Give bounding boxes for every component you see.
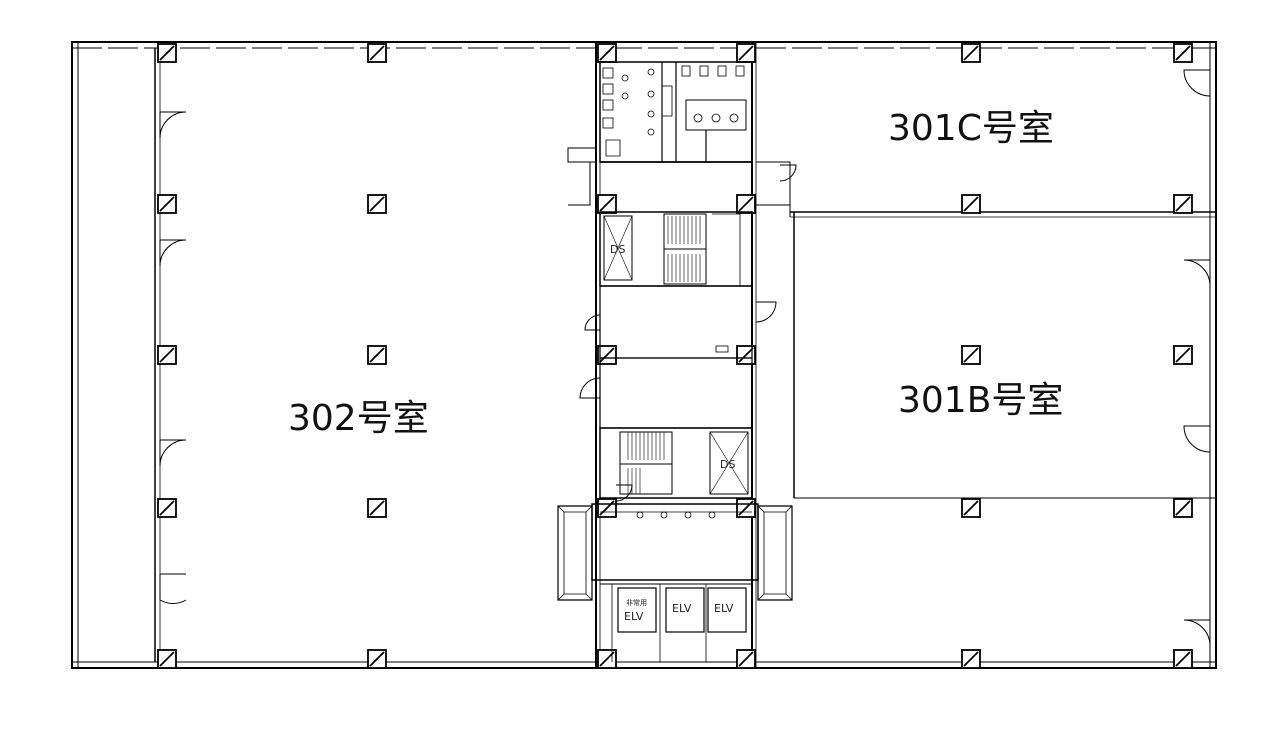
partition-walls <box>154 42 1216 668</box>
elevator-2-label: ELV <box>672 602 692 615</box>
room-301b-label: 301B号室 <box>898 380 1063 421</box>
elevator-3-label: ELV <box>714 602 734 615</box>
elevator-hall <box>557 503 793 662</box>
ds-label-top: DS <box>610 243 625 256</box>
toilet-fixtures <box>602 65 745 157</box>
restroom-area <box>567 61 791 206</box>
ds-label-bottom: DS <box>720 458 735 471</box>
elevator-1-label: ELV <box>624 610 644 623</box>
door-swings <box>159 69 1211 647</box>
core-middle-rooms <box>599 285 753 429</box>
room-301c-label: 301C号室 <box>888 108 1054 149</box>
structural-columns <box>157 43 1193 669</box>
stair-treads-lower <box>620 432 672 494</box>
room-302-label: 302号室 <box>288 398 429 439</box>
stair-treads-upper <box>664 216 706 282</box>
elevator-1-sub-label: 非常用 <box>626 598 647 607</box>
lower-stair-shaft <box>599 427 753 499</box>
outer-walls <box>71 41 1217 669</box>
upper-stair-shaft <box>599 211 753 287</box>
